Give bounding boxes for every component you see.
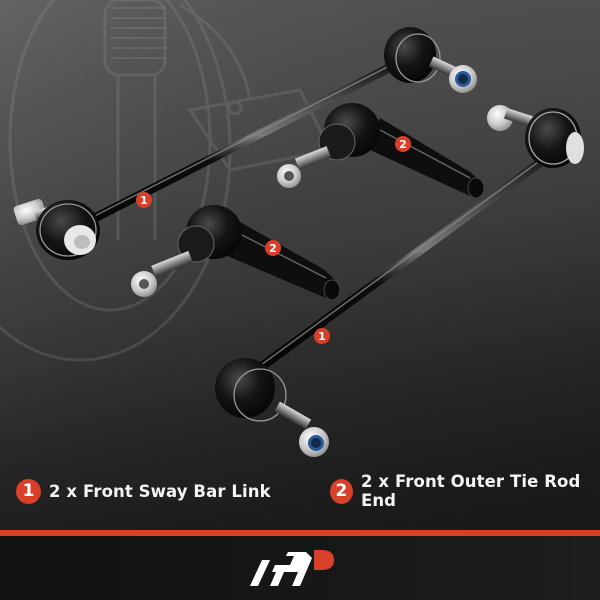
- legend-item-sway-bar-link: 1 2 x Front Sway Bar Link: [16, 474, 271, 508]
- legend-text-2: 2 x Front Outer Tie Rod End: [360, 472, 581, 510]
- tie-rod-end-bottom: [131, 205, 341, 301]
- number-badge-1: 1: [16, 478, 41, 504]
- callout-badge-1b: 1: [314, 328, 330, 344]
- legend-item-tie-rod-end: 2 2 x Front Outer Tie Rod End: [330, 472, 600, 510]
- accent-divider: [0, 530, 600, 536]
- callout-badge-2b: 2: [265, 240, 281, 256]
- callout-badge-1a: 1: [136, 192, 152, 208]
- callout-badge-2a: 2: [395, 136, 411, 152]
- number-badge-2: 2: [330, 478, 353, 504]
- brand-logo-icon: [250, 550, 334, 586]
- sway-bar-link-bottom: [215, 105, 584, 457]
- product-photo: [0, 0, 600, 470]
- legend-text-1: 2 x Front Sway Bar Link: [49, 481, 271, 501]
- sway-bar-link-top: [13, 27, 477, 260]
